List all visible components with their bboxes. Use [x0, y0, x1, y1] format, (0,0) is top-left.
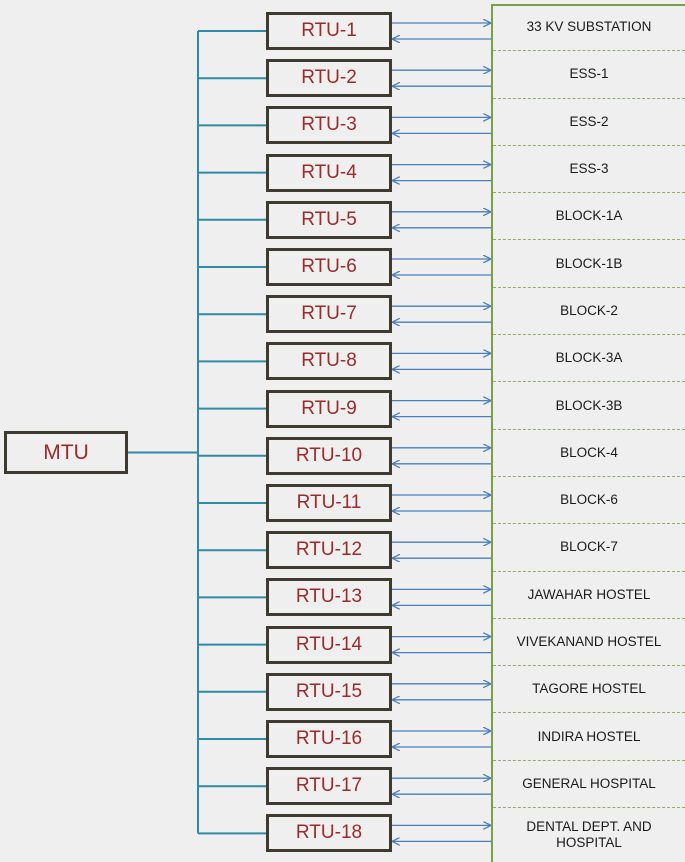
station-label: BLOCK-4 — [493, 430, 685, 477]
rtu-box: RTU-17 — [266, 767, 392, 806]
rtu-box: RTU-14 — [266, 625, 392, 664]
station-label: JAWAHAR HOSTEL — [493, 572, 685, 619]
station-label: BLOCK-7 — [493, 524, 685, 572]
station-label: INDIRA HOSTEL — [493, 714, 685, 761]
rtu-box: RTU-2 — [266, 59, 392, 98]
rtu-label: RTU-8 — [301, 350, 357, 372]
station-label: BLOCK-1B — [493, 241, 685, 288]
rtu-label: RTU-4 — [301, 161, 357, 183]
rtu-label: RTU-16 — [295, 728, 363, 749]
rtu-box: RTU-11 — [266, 484, 392, 522]
rtu-box: RTU-4 — [266, 153, 392, 192]
station-label: DENTAL DEPT. AND HOSPITAL — [526, 819, 652, 851]
stations-panel — [491, 4, 685, 862]
rtu-label: RTU-13 — [295, 586, 363, 608]
rtu-label: RTU-17 — [295, 775, 363, 797]
rtu-box: RTU-18 — [266, 814, 392, 853]
station-label: ESS-3 — [493, 146, 685, 194]
rtu-box: RTU-15 — [266, 672, 392, 711]
mtu-label: MTU — [43, 440, 89, 464]
rtu-label: RTU-6 — [301, 256, 357, 277]
rtu-label: RTU-9 — [301, 397, 357, 419]
rtu-box: RTU-10 — [266, 436, 392, 475]
station-label: BLOCK-2 — [493, 288, 685, 336]
rtu-label: RTU-3 — [301, 114, 357, 136]
rtu-label: RTU-12 — [295, 539, 363, 561]
rtu-box: RTU-13 — [266, 578, 392, 617]
station-label: ESS-2 — [493, 99, 685, 146]
rtu-label: RTU-14 — [295, 633, 363, 655]
rtu-label: RTU-15 — [295, 680, 363, 702]
station-label: BLOCK-1A — [493, 193, 685, 241]
rtu-label: RTU-7 — [301, 303, 357, 325]
mtu-box: MTU — [4, 431, 128, 474]
rtu-box: RTU-8 — [266, 342, 392, 381]
rtu-box: RTU-16 — [266, 720, 392, 758]
rtu-label: RTU-5 — [301, 208, 357, 230]
station-label: ESS-1 — [493, 51, 685, 99]
rtu-box: RTU-5 — [266, 200, 392, 239]
rtu-box: RTU-7 — [266, 295, 392, 334]
rtu-label: RTU-10 — [295, 444, 363, 466]
station-label: BLOCK-3B — [493, 382, 685, 430]
rtu-label: RTU-18 — [295, 822, 363, 844]
rtu-label: RTU-2 — [301, 67, 357, 89]
rtu-box: RTU-9 — [266, 389, 392, 428]
station-label: TAGORE HOSTEL — [493, 666, 685, 714]
rtu-box: RTU-12 — [266, 531, 392, 570]
rtu-box: RTU-6 — [266, 248, 392, 286]
station-label: GENERAL HOSPITAL — [493, 761, 685, 809]
station-label: BLOCK-3A — [493, 335, 685, 383]
rtu-label: RTU-1 — [301, 20, 357, 41]
rtu-label: RTU-11 — [296, 492, 362, 513]
rtu-box: RTU-3 — [266, 106, 392, 145]
station-label: 33 KV SUBSTATION — [493, 4, 685, 52]
station-label: VIVEKANAND HOSTEL — [493, 619, 685, 667]
rtu-box: RTU-1 — [266, 12, 392, 50]
station-label: BLOCK-6 — [493, 477, 685, 525]
